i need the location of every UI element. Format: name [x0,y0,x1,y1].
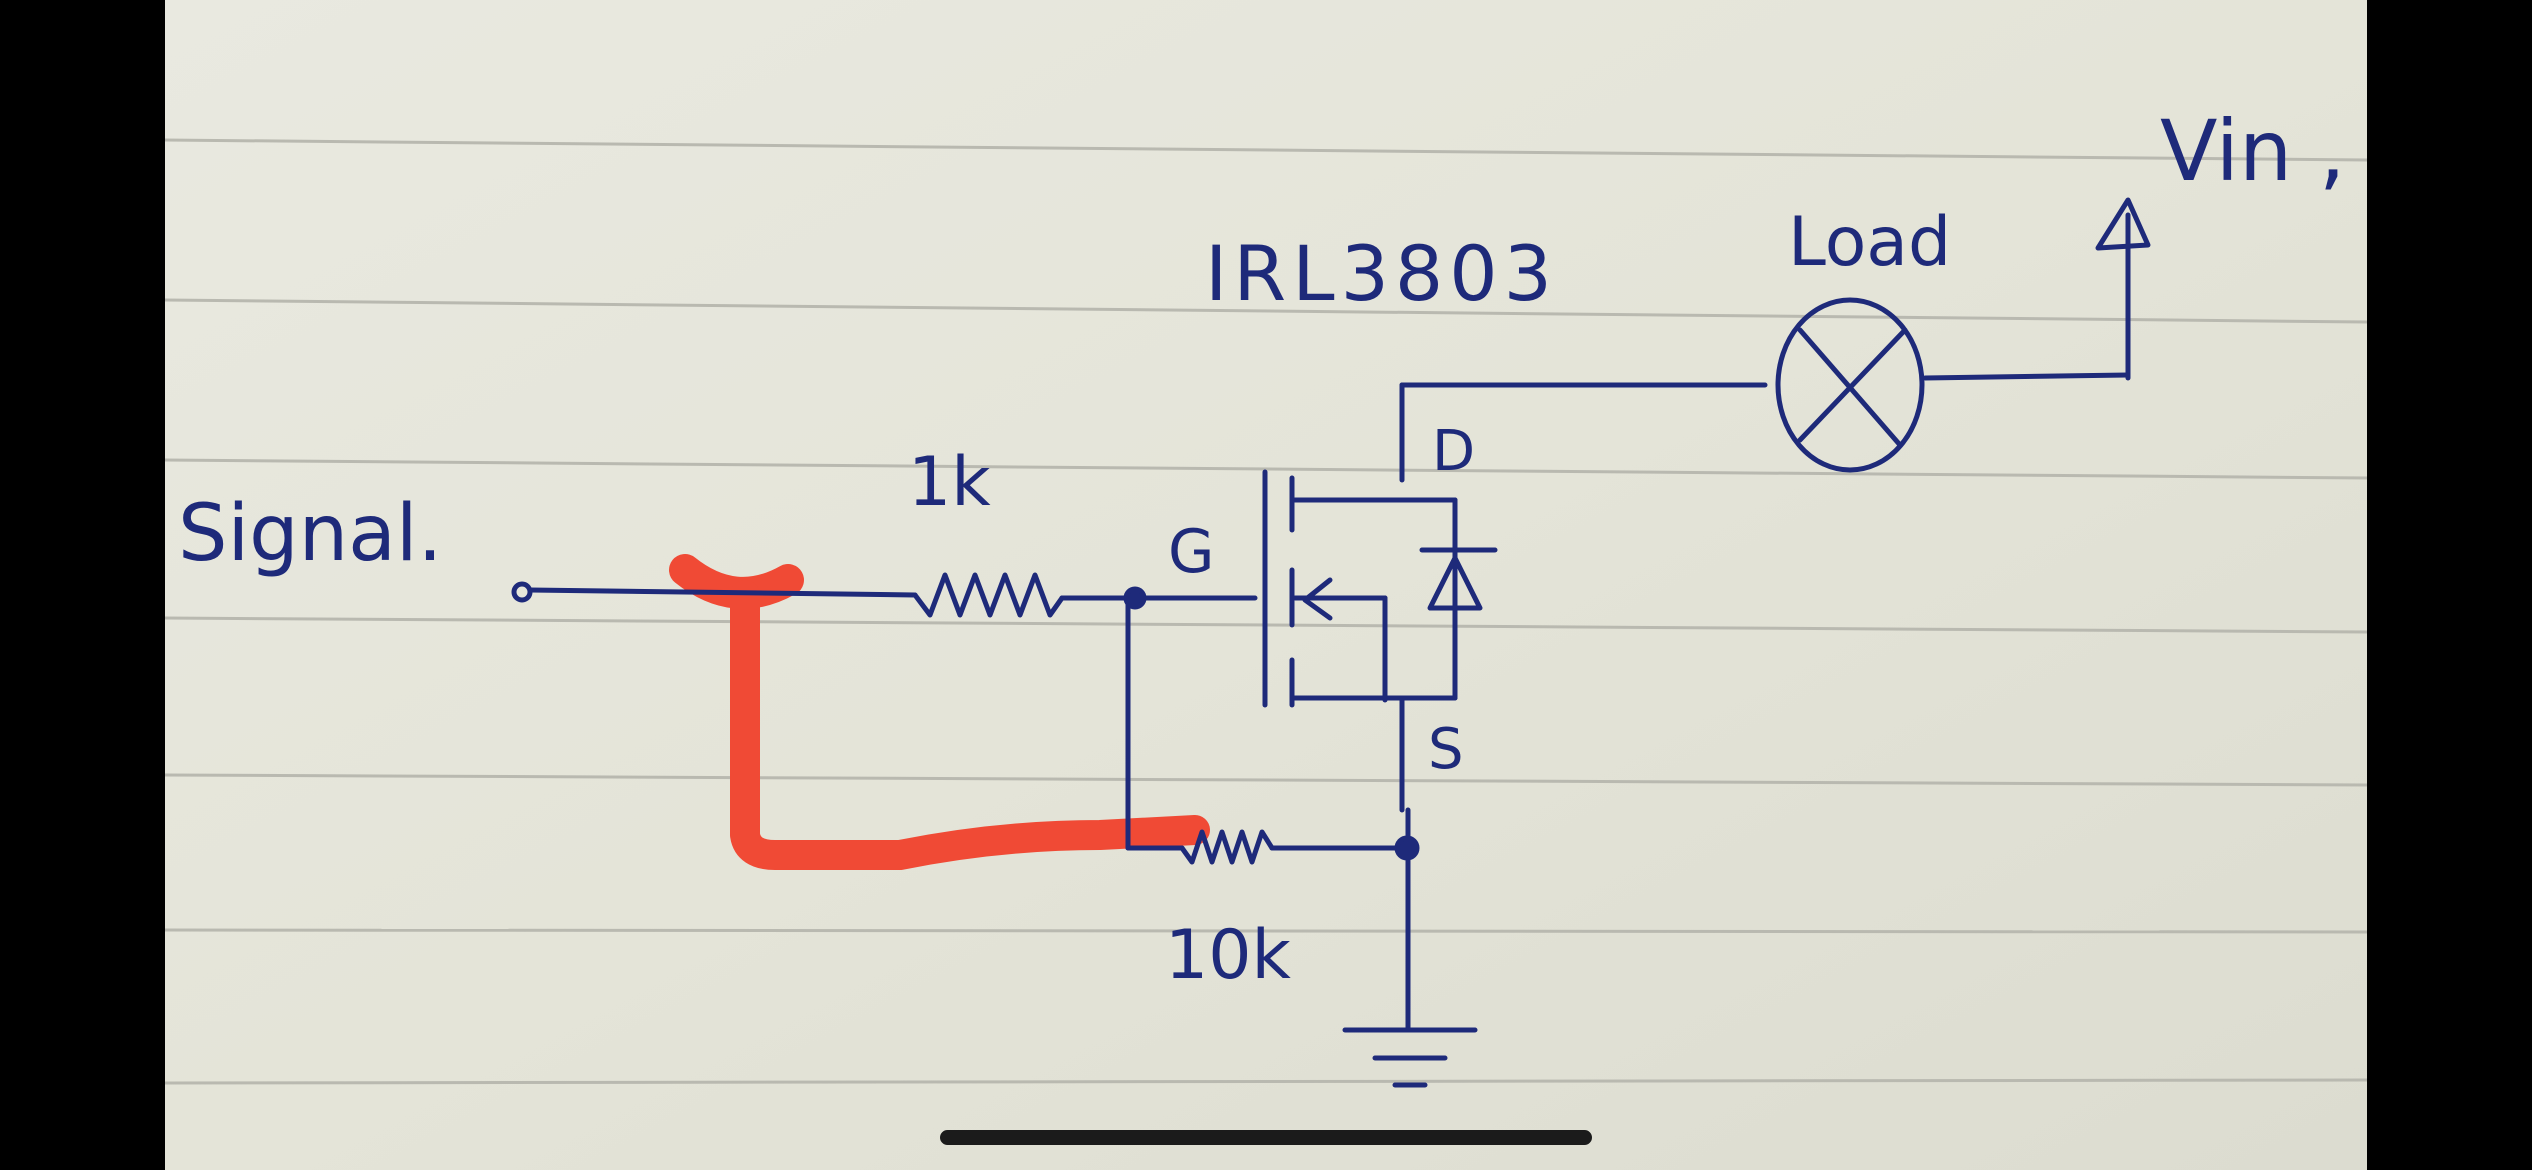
gate-label: G [1168,517,1215,587]
right-black-bar [2367,0,2532,1170]
resistor-10k-label: 10k [1165,916,1292,995]
mosfet-part-label: IRL3803 [1205,229,1558,318]
load-lamp [1775,297,1925,473]
resistor-10k [1179,829,1275,865]
resistor-1k [912,572,1065,618]
left-black-bar [0,0,165,1170]
ground-symbol [1342,1027,1478,1088]
vin-arrow [2095,197,2151,251]
vin-label: Vin , [2160,102,2346,200]
drain-label: D [1432,419,1475,484]
ruled-lines [164,138,2368,1085]
source-label: S [1428,717,1464,782]
home-indicator-bar[interactable] [940,1130,1592,1145]
signal-label: Signal. [178,489,442,579]
circuit-wires [511,197,2151,1088]
body-diode [1427,555,1483,611]
load-label: Load [1788,203,1951,282]
resistor-1k-label: 1k [908,443,991,522]
